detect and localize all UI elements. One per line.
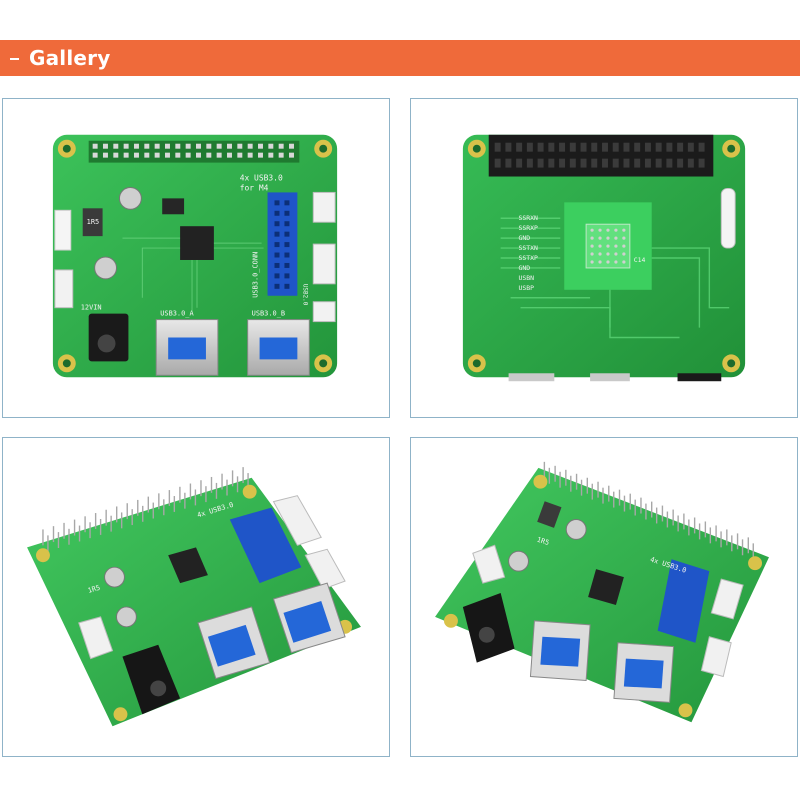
usb3-header-blue xyxy=(657,559,710,643)
svg-text:USB2.0: USB2.0 xyxy=(301,284,308,306)
gpio-header-pads xyxy=(88,140,300,163)
board-bottom-photo: SSRXN SSRXP GND SSTXN SSTXP GND USBN USB… xyxy=(462,134,746,382)
gallery-title: Gallery xyxy=(29,46,111,70)
gpio-female-header xyxy=(488,134,714,177)
gallery-image-angle-right[interactable]: 4x USB3.0 1R5 xyxy=(410,437,798,757)
svg-text:for M4: for M4 xyxy=(240,183,269,192)
gallery-image-top-view[interactable]: 4x USB3.0 for M4 USB3.0_CONN 12VIN USB3.… xyxy=(2,98,390,418)
usb3-header-blue xyxy=(267,192,298,296)
board-top-photo: 4x USB3.0 for M4 USB3.0_CONN 12VIN USB3.… xyxy=(52,134,338,378)
svg-text:SSRXN: SSRXN xyxy=(519,214,539,222)
svg-text:SSRXP: SSRXP xyxy=(519,224,539,232)
svg-text:SSTXN: SSTXN xyxy=(519,244,539,252)
svg-text:C14: C14 xyxy=(634,256,646,264)
svg-text:4x USB3.0: 4x USB3.0 xyxy=(240,173,283,182)
svg-text:GND: GND xyxy=(519,264,531,272)
gallery-header: Gallery xyxy=(0,40,800,76)
svg-text:USBN: USBN xyxy=(519,274,535,282)
svg-text:USB3.0_A: USB3.0_A xyxy=(160,310,194,318)
gallery-image-angle-left[interactable]: 4x USB3.0 1R5 xyxy=(2,437,390,757)
svg-text:USB3.0_B: USB3.0_B xyxy=(252,310,285,318)
board-angle-left-photo: 4x USB3.0 1R5 xyxy=(27,467,361,727)
svg-text:USB3.0_CONN: USB3.0_CONN xyxy=(252,252,260,298)
gallery-image-bottom-view[interactable]: SSRXN SSRXP GND SSTXN SSTXP GND USBN USB… xyxy=(410,98,798,418)
dash-icon xyxy=(10,58,19,60)
hub-chip xyxy=(180,226,214,260)
dc-jack xyxy=(122,644,181,715)
svg-text:SSTXP: SSTXP xyxy=(519,254,539,262)
svg-text:1R5: 1R5 xyxy=(87,218,100,226)
usb3-header-blue xyxy=(229,507,302,584)
svg-text:12VIN: 12VIN xyxy=(81,304,102,312)
svg-text:USBP: USBP xyxy=(519,284,535,292)
svg-text:1R5: 1R5 xyxy=(536,536,550,547)
board-angle-right-photo: 4x USB3.0 1R5 xyxy=(435,461,769,723)
svg-text:1R5: 1R5 xyxy=(87,584,101,595)
hub-chip xyxy=(588,569,624,605)
svg-text:GND: GND xyxy=(519,234,531,242)
hub-chip xyxy=(168,547,208,584)
